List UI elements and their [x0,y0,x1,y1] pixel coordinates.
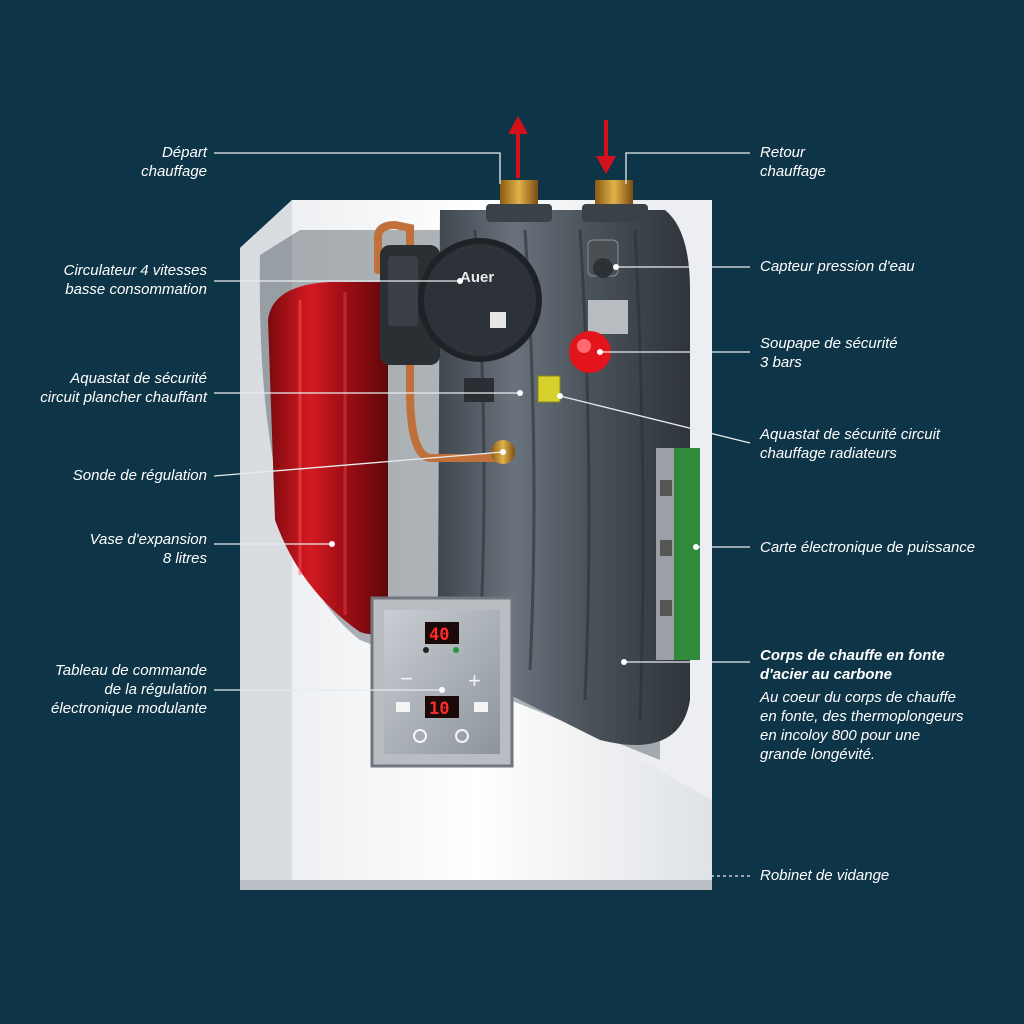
minus-symbol: − [400,666,413,691]
label-sonde-regulation: Sonde de régulation [72,467,207,484]
leader-lines [213,152,751,877]
pump-brand: Auer [460,269,494,286]
control-panel: 40 − + 10 [370,596,514,768]
brass-fittings [486,180,648,222]
flow-arrow-up [508,116,528,178]
pressure-sensor [587,239,619,278]
display-bottom: 10 [429,699,449,719]
label-capteur-pression: Capteur pression d'eau [760,258,915,275]
label-robinet-vidange: Robinet de vidange [760,867,890,884]
flow-arrow-down [596,120,616,174]
display-top: 40 [429,625,449,645]
expansion-vessel [268,282,389,635]
plus-symbol: + [468,668,481,693]
aquastat-radiators [537,375,561,403]
safety-valve [569,300,628,373]
circulator-pump: Auer [380,238,542,365]
label-carte-electronique: Carte électronique de puissance [760,539,976,556]
aquastat-floor [464,378,494,402]
power-board [656,448,700,660]
leader-dots [329,264,699,693]
